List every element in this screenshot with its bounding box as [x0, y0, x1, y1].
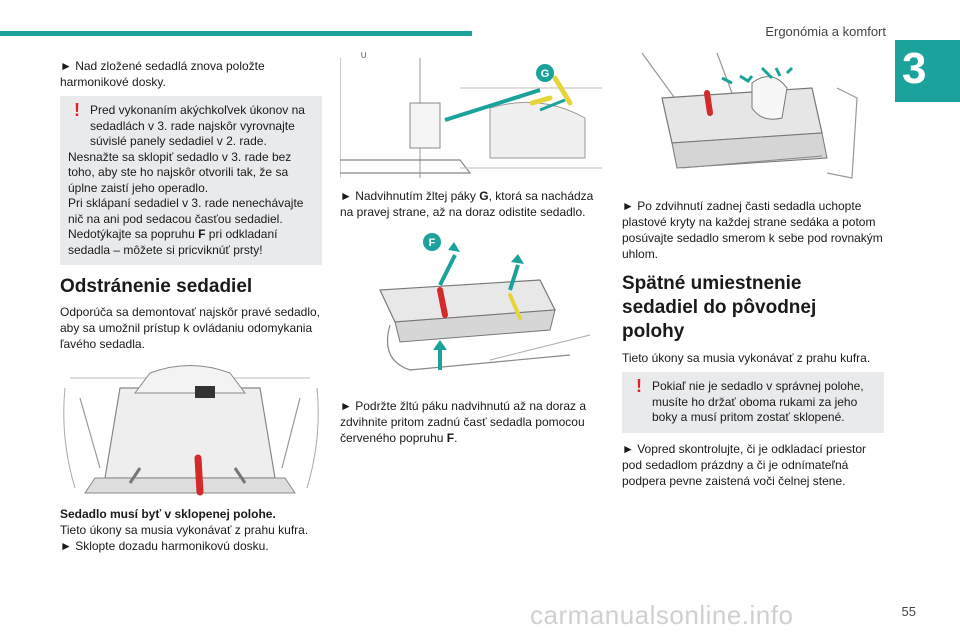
paragraph-refit: Tieto úkony sa musia vykonávať z prahu k…: [622, 351, 871, 365]
watermark-text: carmanualsonline.info: [530, 600, 794, 630]
instruction-check: ► Vopred skontrolujte, či je odkladací p…: [622, 441, 867, 488]
caption-line: Tieto úkony sa musia vykonávať z prahu k…: [60, 523, 309, 537]
warning-box: ! Pred vykonaním akýchkoľvek úkonov na s…: [60, 96, 322, 265]
column-1: ► Nad zložené sedadlá znova položte harm…: [60, 58, 322, 560]
caption-bold: Sedadlo musí byť v sklopenej polohe.: [60, 507, 276, 521]
chapter-tab: [895, 40, 960, 102]
illustration-folded-seat: [60, 358, 322, 498]
chapter-number: 3: [902, 44, 927, 93]
heading-refit-seats: Spätné umiestnenie sedadiel do pôvodnej …: [622, 273, 817, 342]
callout-f: F: [429, 237, 436, 249]
warning-box-refit: ! Pokiaľ nie je sedadlo v správnej poloh…: [622, 372, 884, 433]
callout-g: G: [541, 68, 550, 80]
section-title: Ergonómia a komfort: [765, 24, 886, 39]
header-accent-bar: [0, 31, 472, 36]
instruction-lever: ► Nadvihnutím žltej páky G, ktorá sa nac…: [340, 189, 594, 219]
paragraph-remove-seats: Odporúča sa demontovať najskôr pravé sed…: [60, 305, 320, 351]
svg-text:∪: ∪: [360, 50, 367, 61]
illustration-strap-f: F: [340, 230, 602, 390]
warning-exclamation-icon: !: [636, 376, 642, 396]
warning-text: Pokiaľ nie je sedadlo v správnej polohe,…: [652, 379, 864, 424]
warning-line: Nesnažte sa sklopiť sedadlo v 3. rade be…: [68, 149, 292, 195]
warning-line: Pri sklápaní sedadiel v 3. rade nenecháv…: [68, 196, 304, 226]
warning-line-strap: Nedotýkajte sa popruhu F pri odkladaní s…: [68, 227, 278, 257]
heading-remove-seats: Odstránenie sedadiel: [60, 276, 253, 297]
caption-line: ► Sklopte dozadu harmonikovú dosku.: [60, 539, 269, 553]
instruction-text: ► Nad zložené sedadlá znova položte harm…: [60, 59, 265, 89]
column-3: ► Po zdvihnutí zadnej časti sedadla ucho…: [622, 48, 884, 495]
illustration-slide-seat: [622, 48, 884, 188]
warning-exclamation-icon: !: [74, 100, 80, 120]
column-2: G ∪ ► Nadvihnutím žltej páky G, ktorá sa…: [340, 48, 602, 452]
instruction-slide: ► Po zdvihnutí zadnej časti sedadla ucho…: [622, 199, 883, 261]
instruction-strap: ► Podržte žltú páku nadvihnutú až na dor…: [340, 399, 587, 445]
warning-line: Pred vykonaním akýchkoľvek úkonov na sed…: [90, 103, 305, 148]
page-number: 55: [901, 604, 916, 619]
illustration-lever-g: G ∪: [340, 48, 602, 180]
